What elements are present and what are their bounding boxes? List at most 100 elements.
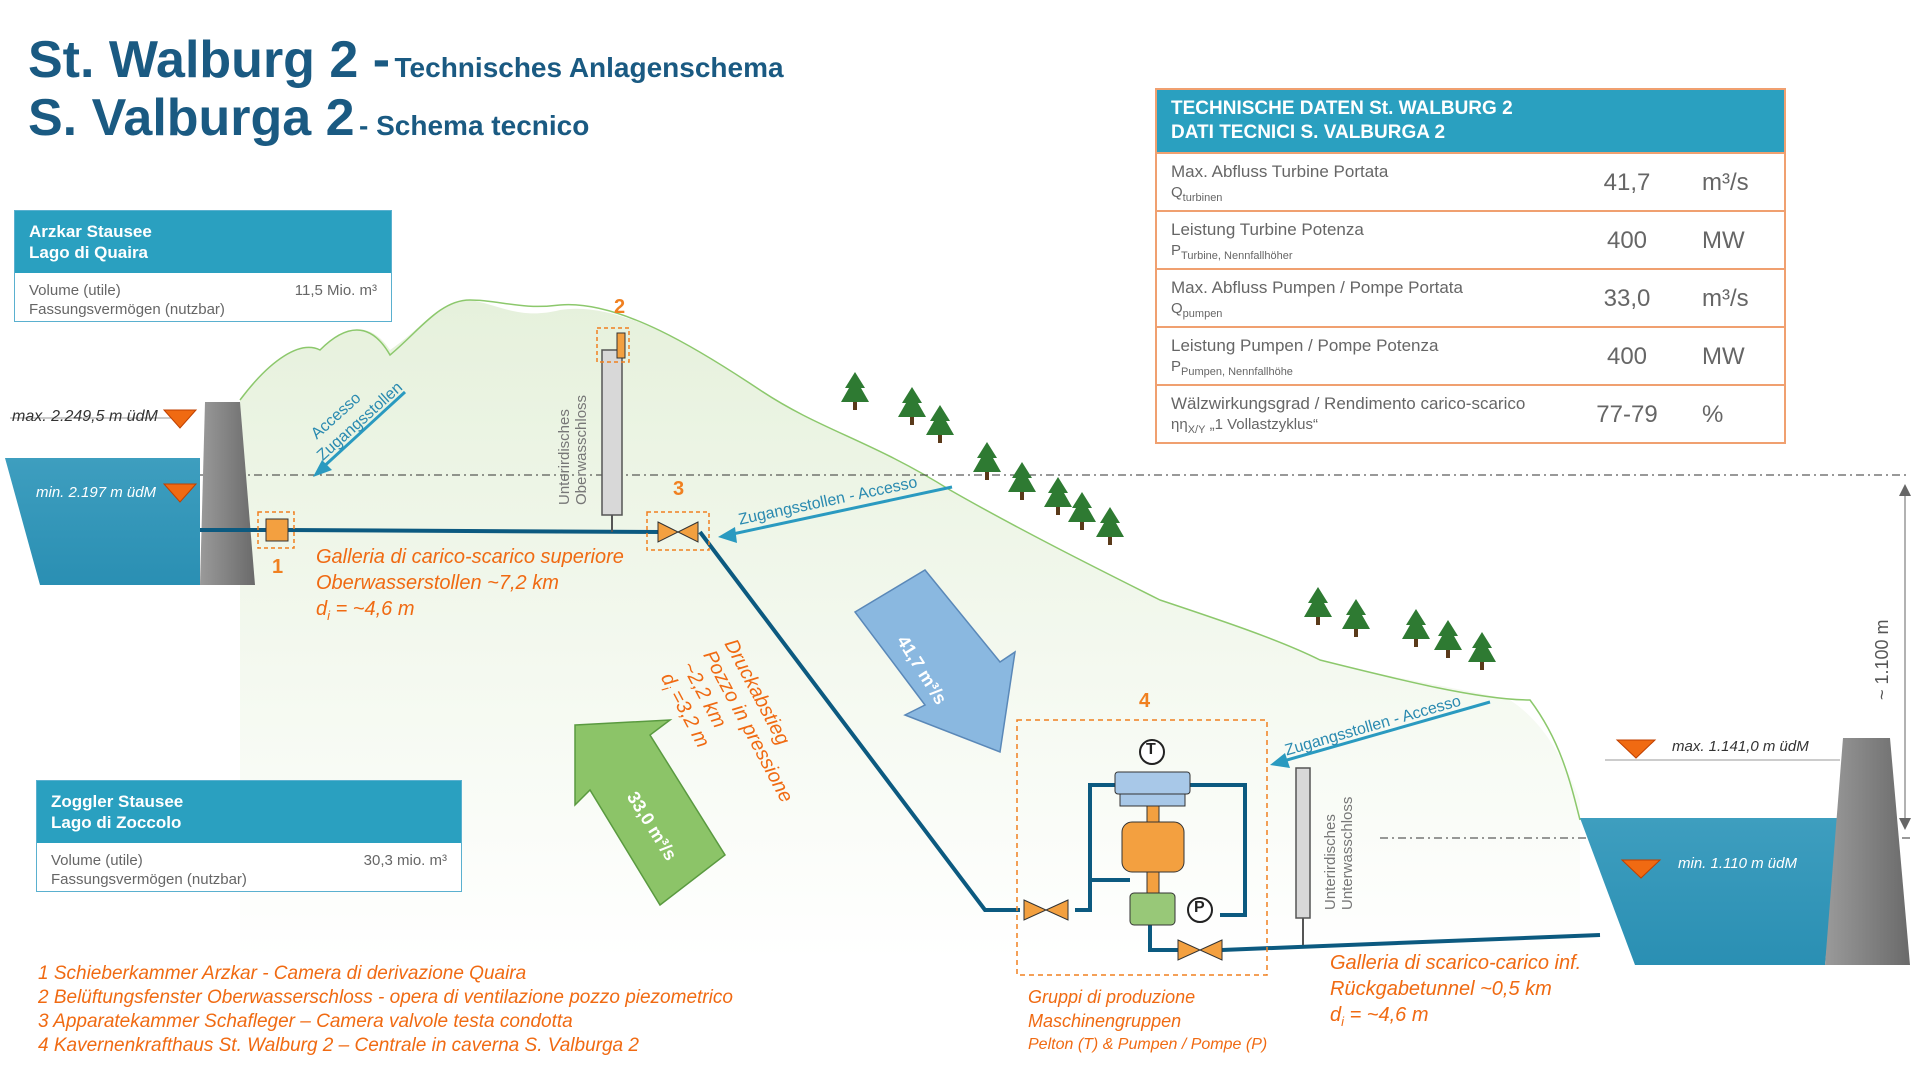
lower-surge-tank: [1295, 767, 1311, 919]
tech-row: Max. Abfluss Pumpen / Pompe Portata Qpum…: [1157, 268, 1784, 326]
headrace-de: Oberwasserstollen ~7,2 km: [316, 572, 559, 594]
machines-line-3: Pelton (T) & Pumpen / Pompe (P): [1028, 1036, 1268, 1053]
lower-volume-label-de: Fassungsvermögen (nutzbar): [51, 871, 247, 888]
turbine-base: [1119, 793, 1186, 807]
pump-body: [1129, 892, 1176, 926]
trees: [841, 372, 1496, 670]
pump-symbol: P: [1194, 899, 1205, 916]
marker-1-label: 1: [272, 556, 284, 578]
upper-reservoir-name-it: Lago di Quaira: [29, 243, 149, 262]
tech-row-symbol: Qpumpen: [1171, 300, 1223, 320]
title-line-2: S. Valburga 2 - Schema tecnico: [28, 88, 589, 148]
tree-icon: [1068, 492, 1096, 530]
headrace-it: Galleria di carico-scarico superiore: [316, 546, 624, 568]
tech-row-label: Leistung Pumpen / Pompe Potenza: [1171, 336, 1439, 355]
machines-line-1: Gruppi di produzione: [1028, 987, 1196, 1007]
lower-reservoir-name-de: Zoggler Stausee: [51, 792, 184, 811]
tech-row-symbol: Qturbinen: [1171, 184, 1223, 204]
tech-data-table: TECHNISCHE DATEN St. WALBURG 2 DATI TECN…: [1155, 88, 1786, 444]
lower-reservoir-header: Zoggler Stausee Lago di Zoccolo: [37, 781, 461, 843]
upper-volume-value: 11,5 Mio. m³: [294, 282, 377, 299]
upper-surge-label-2: Oberwasschloss: [573, 394, 590, 505]
tech-row-symbol: PTurbine, Nennfallhöher: [1171, 242, 1293, 262]
upper-volume-label-de: Fassungsvermögen (nutzbar): [29, 301, 225, 318]
tree-icon: [1304, 587, 1332, 625]
upper-dam: [200, 402, 255, 585]
tech-row: Wälzwirkungsgrad / Rendimento carico-sca…: [1157, 384, 1784, 442]
turbine-flow-arrow: [853, 569, 1016, 754]
turbine-body: [1114, 771, 1191, 795]
valve-right-b: [1198, 939, 1223, 961]
tree-icon: [1008, 462, 1036, 500]
lower-min-triangle: [1620, 859, 1662, 879]
tech-row-symbol: ηηX/Y „1 Vollastzyklus“: [1171, 416, 1318, 436]
tech-header-de: TECHNISCHE DATEN St. WALBURG 2: [1171, 98, 1513, 119]
turbine-symbol-circle: [1139, 739, 1165, 765]
upper-reservoir-body: Volume (utile) Fassungsvermögen (nutzbar…: [15, 273, 391, 327]
upper-reservoir-water: [5, 458, 200, 585]
tailrace-label: Galleria di scarico-carico inf. Rückgabe…: [1330, 950, 1581, 1035]
upper-surge-tank: [601, 349, 623, 516]
lower-dam: [1825, 738, 1910, 965]
lower-max-level: max. 1.141,0 m üdM: [1672, 738, 1809, 755]
lower-volume-value: 30,3 mio. m³: [363, 852, 447, 869]
marker-4-label: 4: [1139, 690, 1151, 712]
tailrace-it: Galleria di scarico-carico inf.: [1330, 952, 1582, 974]
upper-volume-label-it: Volume (utile): [29, 282, 121, 299]
tree-icon: [1342, 599, 1370, 637]
lower-volume-label-it: Volume (utile): [51, 852, 143, 869]
upper-reservoir-info: Arzkar Stausee Lago di Quaira Volume (ut…: [14, 210, 392, 322]
valve-left-b: [1044, 899, 1069, 921]
tech-row: Leistung Pumpen / Pompe Potenza PPumpen,…: [1157, 326, 1784, 384]
lower-reservoir-info: Zoggler Stausee Lago di Zoccolo Volume (…: [36, 780, 462, 892]
height-arrow-bottom: [1899, 818, 1911, 830]
tree-icon: [898, 387, 926, 425]
marker-1-chamber: [265, 518, 289, 542]
lower-surge-label: Unterirdisches Unterwasschloss: [1322, 797, 1356, 910]
tech-row-symbol: PPumpen, Nennfallhöhe: [1171, 358, 1293, 378]
upper-reservoir-header: Arzkar Stausee Lago di Quaira: [15, 211, 391, 273]
tech-row-value: 77-79: [1596, 401, 1658, 428]
title-sub-de: Technisches Anlagenschema: [394, 52, 784, 83]
tech-row: Leistung Turbine Potenza PTurbine, Nennf…: [1157, 210, 1784, 268]
turbine-symbol: T: [1146, 741, 1156, 758]
tech-row-unit: MW: [1702, 343, 1745, 370]
marker-3-box: [646, 511, 710, 551]
height-label: ~ 1.100 m: [1872, 619, 1892, 700]
lower-max-triangle: [1615, 739, 1657, 759]
shaft-lower: [1146, 871, 1160, 895]
headrace-diameter: di = ~4,6 m: [316, 598, 415, 623]
tailrace-de: Rückgabetunnel ~0,5 km: [1330, 978, 1552, 1000]
height-arrow-top: [1899, 484, 1911, 496]
marker-3-label: 3: [673, 478, 685, 500]
title-main-it: S. Valburga 2: [28, 89, 355, 147]
tree-icon: [1096, 507, 1124, 545]
tech-row-unit: MW: [1702, 227, 1745, 254]
tailrace-diameter: di = ~4,6 m: [1330, 1004, 1429, 1029]
pump-symbol-circle: [1187, 897, 1213, 923]
tech-row-value: 400: [1606, 227, 1648, 254]
lower-surge-label-1: Unterirdisches: [1322, 814, 1339, 910]
tech-row-unit: m³/s: [1702, 285, 1749, 312]
tech-row-label: Leistung Turbine Potenza: [1171, 220, 1364, 239]
upper-max-triangle: [162, 409, 198, 429]
tech-row-value: 33,0: [1603, 285, 1651, 312]
tech-row-label: Wälzwirkungsgrad / Rendimento carico-sca…: [1171, 394, 1526, 413]
legend-item-2: 2 Belüftungsfenster Oberwasserschloss - …: [38, 987, 733, 1008]
lower-min-level: min. 1.110 m üdM: [1678, 855, 1797, 872]
legend-item-1: 1 Schieberkammer Arzkar - Camera di deri…: [38, 963, 527, 984]
legend-item-4: 4 Kavernenkrafthaus St. Walburg 2 – Cent…: [38, 1035, 639, 1056]
tech-row-label: Max. Abfluss Pumpen / Pompe Portata: [1171, 278, 1463, 297]
upper-max-level: max. 2.249,5 m üdM: [12, 408, 158, 425]
lower-surge-label-2: Unterwasschloss: [1339, 796, 1356, 910]
tech-row-value: 41,7: [1603, 169, 1651, 196]
tech-row-value: 400: [1606, 343, 1648, 370]
tech-row: Max. Abfluss Turbine Portata Qturbinen 4…: [1157, 152, 1784, 210]
machine-group-label: Gruppi di produzione Maschinengruppen Pe…: [1028, 985, 1267, 1057]
legend-item-3: 3 Apparatekammer Schafleger – Camera val…: [38, 1011, 573, 1032]
pump-flow-arrow: [574, 719, 726, 907]
lower-reservoir-body: Volume (utile) Fassungsvermögen (nutzbar…: [37, 843, 461, 897]
upper-min-triangle: [162, 483, 198, 503]
title-sub-it: - Schema tecnico: [359, 110, 590, 141]
